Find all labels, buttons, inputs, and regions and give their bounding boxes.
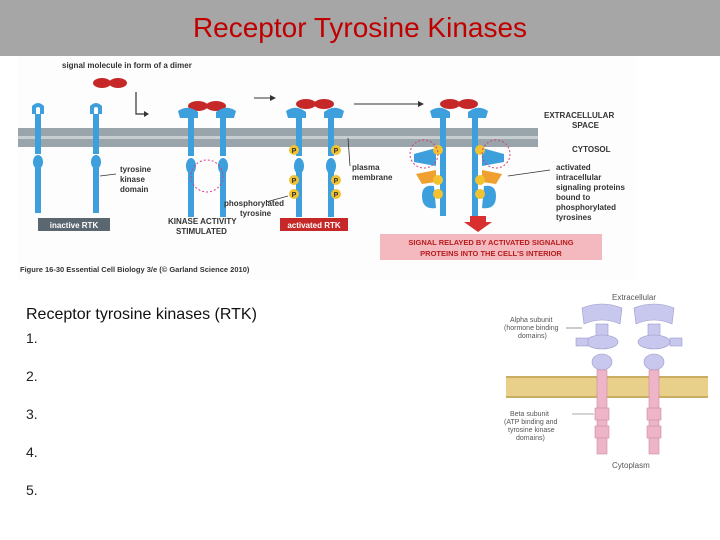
svg-text:SIGNAL RELAYED BY ACTIVATED SI: SIGNAL RELAYED BY ACTIVATED SIGNALING xyxy=(408,238,573,247)
cytoplasm-label: Cytoplasm xyxy=(612,461,650,470)
slide-title: Receptor Tyrosine Kinases xyxy=(192,12,528,43)
svg-text:intracellular: intracellular xyxy=(556,173,601,182)
beta-subunits xyxy=(594,369,662,455)
figure-caption: Figure 16-30 Essential Cell Biology 3/e … xyxy=(20,265,250,274)
plasma-label-2: membrane xyxy=(352,173,393,182)
list-item-1: 1. xyxy=(26,330,38,346)
phospho-label-2: tyrosine xyxy=(240,209,272,218)
svg-text:P: P xyxy=(334,192,339,199)
svg-text:P: P xyxy=(334,178,339,185)
tk-label-2: kinase xyxy=(120,175,145,184)
tk-label-1: tyrosine xyxy=(120,165,152,174)
signal-dimer xyxy=(93,78,127,88)
signal-arrow xyxy=(135,92,144,115)
plasma-membrane xyxy=(18,128,538,147)
rtk-activation-figure: signal molecule in form of a dimer tyros… xyxy=(18,56,636,280)
list-item-5: 5. xyxy=(26,482,38,498)
list-item-3: 3. xyxy=(26,406,38,422)
activated-rtk-pair: P P P P P P xyxy=(286,99,344,217)
cytosol-label: CYTOSOL xyxy=(572,145,611,154)
svg-text:activated RTK: activated RTK xyxy=(287,221,341,230)
phospho-label-1: phosphorylated xyxy=(224,199,284,208)
activated-rtk-badge xyxy=(280,218,348,231)
relay-arrow xyxy=(464,216,492,232)
svg-text:phosphorylated: phosphorylated xyxy=(556,203,616,212)
plasma-label-1: plasma xyxy=(352,163,380,172)
svg-text:P: P xyxy=(334,148,339,155)
insulin-receptor-diagram: Extracellular Alpha subunit (hormone bin… xyxy=(504,293,708,470)
svg-text:domains): domains) xyxy=(516,435,545,442)
list-item-4: 4. xyxy=(26,444,38,460)
svg-text:P: P xyxy=(292,148,297,155)
alpha-subunits xyxy=(575,303,683,371)
svg-text:PROTEINS INTO THE CELL'S INTER: PROTEINS INTO THE CELL'S INTERIOR xyxy=(420,249,562,258)
svg-text:P: P xyxy=(292,192,297,199)
list-item-2: 2. xyxy=(26,368,38,384)
tk-label-3: domain xyxy=(120,185,149,194)
title-bar xyxy=(0,0,720,56)
signal-label: signal molecule in form of a dimer xyxy=(62,61,192,70)
svg-text:(ATP binding and: (ATP binding and xyxy=(504,419,558,426)
svg-text:activated: activated xyxy=(556,163,591,172)
svg-text:bound to: bound to xyxy=(556,193,590,202)
inactive-rtk-badge xyxy=(38,218,110,231)
stimulated-rtk-pair xyxy=(178,101,236,217)
svg-text:inactive RTK: inactive RTK xyxy=(50,221,99,230)
svg-text:signaling proteins: signaling proteins xyxy=(556,183,625,192)
svg-text:Beta subunit: Beta subunit xyxy=(510,411,549,418)
signal-relayed-box xyxy=(380,234,602,260)
rtk-with-signaling-proteins xyxy=(409,99,511,232)
svg-text:(hormone binding: (hormone binding xyxy=(504,325,559,332)
svg-text:P: P xyxy=(292,178,297,185)
inactive-rtk-pair xyxy=(32,103,102,213)
extracellular-label-1: EXTRACELLULAR xyxy=(544,111,614,120)
svg-text:domains): domains) xyxy=(518,333,547,340)
svg-text:tyrosines: tyrosines xyxy=(556,213,592,222)
svg-text:Alpha subunit: Alpha subunit xyxy=(510,317,552,324)
kinase-activity-label-1: KINASE ACTIVITY xyxy=(168,217,237,226)
extracellular-label: Extracellular xyxy=(612,293,656,302)
svg-text:tyrosine kinase: tyrosine kinase xyxy=(508,427,555,434)
list-title: Receptor tyrosine kinases (RTK) xyxy=(26,306,257,323)
kinase-activity-label-2: STIMULATED xyxy=(176,227,227,236)
extracellular-label-2: SPACE xyxy=(572,121,600,130)
